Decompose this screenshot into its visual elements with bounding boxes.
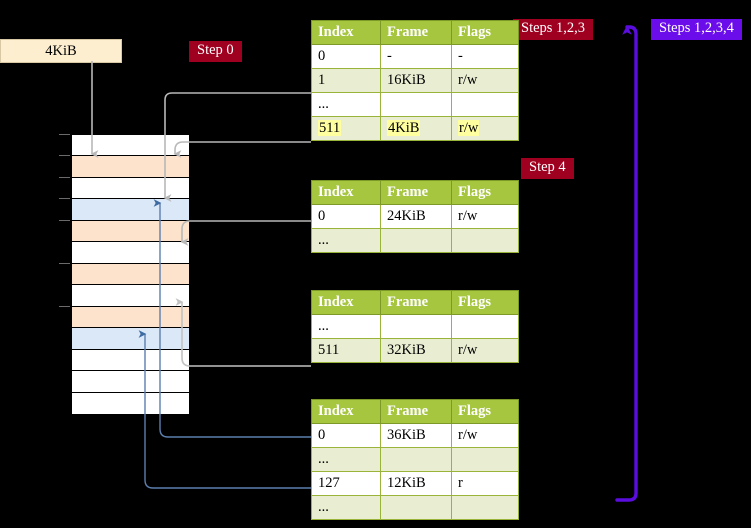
wire-l0-4kib-to-frame: [173, 141, 311, 158]
table-cell-frame: 16KiB: [380, 68, 452, 93]
wire-l2-32kib-to-frame: [175, 298, 311, 367]
memory-frame-tick: [59, 305, 70, 307]
table-cell-frame: [380, 314, 452, 339]
table-cell-flags: r/w: [451, 204, 519, 229]
table-cell-flags: r/w: [451, 116, 519, 141]
wire-steps1234-bracket: [615, 25, 638, 502]
table-cell-frame: 12KiB: [380, 471, 452, 496]
table-cell-flags: r/w: [451, 338, 519, 363]
table-cell-frame: 4KiB: [380, 116, 452, 141]
table-cell-index: 0: [311, 423, 381, 448]
table-cell-flags: r/w: [451, 68, 519, 93]
column-header-index: Index: [311, 399, 381, 424]
table-cell-index: 1: [311, 68, 381, 93]
table-cell-index: ...: [311, 314, 381, 339]
table-cell-index: ...: [311, 447, 381, 472]
memory-frame-row: [72, 392, 189, 414]
memory-frame-row: [72, 220, 189, 243]
table-cell-index: 511: [311, 116, 381, 141]
memory-frame-tick: [59, 198, 70, 200]
column-header-frame: Frame: [380, 20, 452, 45]
table-cell-index: ...: [311, 92, 381, 117]
memory-frame-row: [72, 306, 189, 329]
table-cell-frame: 32KiB: [380, 338, 452, 363]
column-header-index: Index: [311, 20, 381, 45]
table-cell-flags: -: [451, 44, 519, 69]
column-header-flags: Flags: [451, 399, 519, 424]
table-row: ...: [311, 228, 519, 253]
table-cell-index: 0: [311, 44, 381, 69]
badge-step-0: Step 0: [189, 41, 242, 62]
table-row: 0--: [311, 44, 519, 69]
column-header-index: Index: [311, 290, 381, 315]
wire-l1-24kib-to-frame: [180, 220, 311, 246]
column-header-index: Index: [311, 180, 381, 205]
table-cell-flags: [451, 92, 519, 117]
memory-frame-row: [72, 177, 189, 200]
column-header-flags: Flags: [451, 180, 519, 205]
table-cell-frame: [380, 447, 452, 472]
physical-memory-column: [71, 134, 190, 415]
table-cell-frame: 24KiB: [380, 204, 452, 229]
memory-frame-row: [72, 349, 189, 372]
memory-frame-row: [72, 263, 189, 286]
table-cell-frame: 36KiB: [380, 423, 452, 448]
table-cell-frame: -: [380, 44, 452, 69]
column-header-flags: Flags: [451, 290, 519, 315]
memory-frame-tick: [59, 176, 70, 178]
table-cell-index: 0: [311, 204, 381, 229]
table-cell-flags: r/w: [451, 423, 519, 448]
memory-frame-row: [72, 371, 189, 393]
table-row: ...: [311, 447, 519, 472]
table-row: ...: [311, 92, 519, 117]
table-cell-flags: [451, 495, 519, 520]
table-cell-flags: r: [451, 471, 519, 496]
memory-frame-row: [72, 328, 189, 350]
table-cell-flags: [451, 228, 519, 253]
badge-step-4: Step 4: [521, 158, 574, 179]
column-header-frame: Frame: [380, 180, 452, 205]
column-header-flags: Flags: [451, 20, 519, 45]
memory-frame-row: [72, 135, 189, 157]
column-header-frame: Frame: [380, 399, 452, 424]
source-frame-box: 4KiB: [0, 39, 122, 63]
table-cell-index: ...: [311, 228, 381, 253]
table-row: ...: [311, 314, 519, 339]
badge-steps-123: Steps 1,2,3: [513, 19, 594, 40]
memory-frame-row: [72, 285, 189, 307]
memory-frame-row: [72, 156, 189, 178]
memory-frame-tick: [59, 262, 70, 264]
table-cell-index: 127: [311, 471, 381, 496]
memory-frame-row: [72, 199, 189, 221]
memory-frame-row: [72, 242, 189, 264]
source-frame-label: 4KiB: [45, 42, 77, 59]
table-row: ...: [311, 495, 519, 520]
table-cell-frame: [380, 92, 452, 117]
table-cell-flags: [451, 314, 519, 339]
column-header-frame: Frame: [380, 290, 452, 315]
memory-frame-tick: [59, 219, 70, 221]
table-cell-flags: [451, 447, 519, 472]
table-cell-frame: [380, 495, 452, 520]
memory-frame-tick: [59, 134, 70, 135]
badge-steps-1234: Steps 1,2,3,4: [651, 19, 742, 40]
table-cell-frame: [380, 228, 452, 253]
memory-frame-tick: [59, 155, 70, 157]
table-cell-index: ...: [311, 495, 381, 520]
table-cell-index: 511: [311, 338, 381, 363]
